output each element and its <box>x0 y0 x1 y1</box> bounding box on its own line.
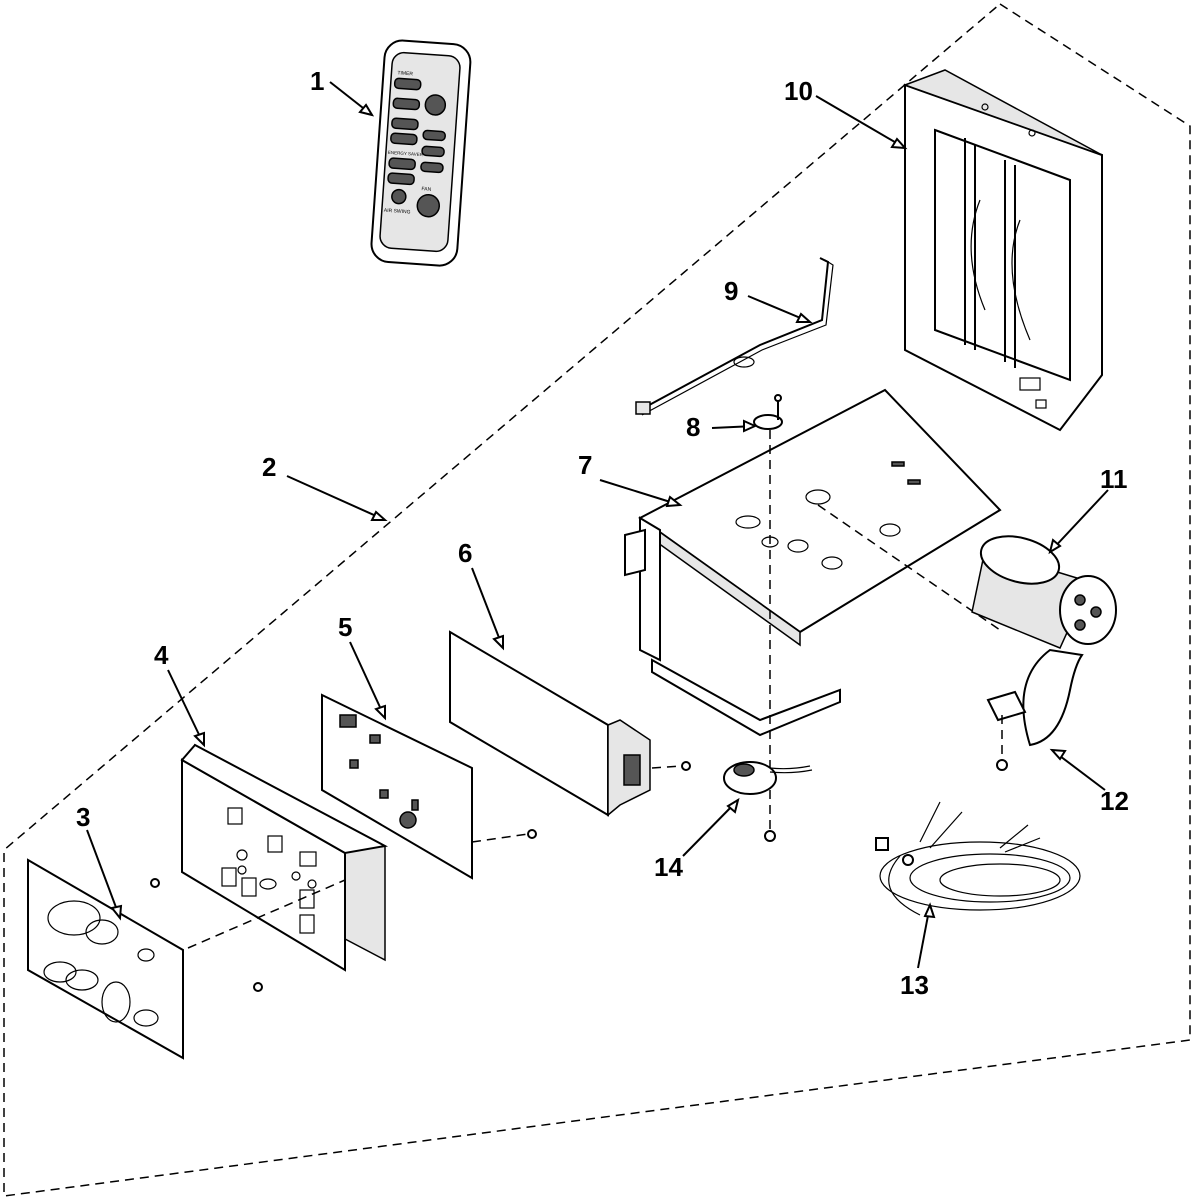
control-box <box>624 388 1002 737</box>
screw-4b <box>253 982 263 992</box>
screw-5-axis <box>471 833 529 843</box>
capacitor-strap <box>986 648 1084 771</box>
callout-2: 2 <box>262 452 276 482</box>
callout-1: 1 <box>310 66 324 96</box>
remote-airswing-label: AIR SWING <box>384 208 411 216</box>
callout-12: 12 <box>1100 786 1129 816</box>
callout-10: 10 <box>784 76 813 106</box>
screw-6 <box>681 761 691 771</box>
power-cord <box>875 801 1081 916</box>
leader-lines <box>86 81 1109 969</box>
assembly-boundary <box>3 3 1191 1197</box>
wire-harness <box>635 257 834 416</box>
remote-timer-label: TIMER <box>397 70 413 77</box>
callout-9: 9 <box>724 276 738 306</box>
callout-13: 13 <box>900 970 929 1000</box>
remote-control: TIMER FAN AIR SWING ENERGY SAVER <box>370 39 472 267</box>
screw-5 <box>527 829 537 839</box>
remote-fan-label: FAN <box>421 186 432 193</box>
screw-6-axis <box>651 765 683 769</box>
control-frame <box>902 69 1103 432</box>
callout-7: 7 <box>578 450 592 480</box>
callout-11: 11 <box>1100 464 1128 494</box>
swing-motor <box>723 761 813 842</box>
capacitor-axis-line <box>817 504 1001 631</box>
control-panel <box>180 743 389 972</box>
callout-8: 8 <box>686 412 700 442</box>
remote-energy-saver-label: ENERGY SAVER <box>388 150 424 157</box>
control-overlay <box>27 858 184 1060</box>
callout-5: 5 <box>338 612 352 642</box>
callout-3: 3 <box>76 802 90 832</box>
screw-4a <box>150 878 160 888</box>
callout-6: 6 <box>458 538 472 568</box>
thermistor-holder <box>753 394 783 430</box>
pcb-axis-line <box>449 721 609 816</box>
main-pcb <box>321 693 473 880</box>
panel-axis-line <box>187 879 346 949</box>
capacitor <box>971 535 1117 649</box>
pcb-insulator <box>449 630 651 817</box>
callout-4: 4 <box>154 640 169 670</box>
callout-14: 14 <box>654 852 683 882</box>
